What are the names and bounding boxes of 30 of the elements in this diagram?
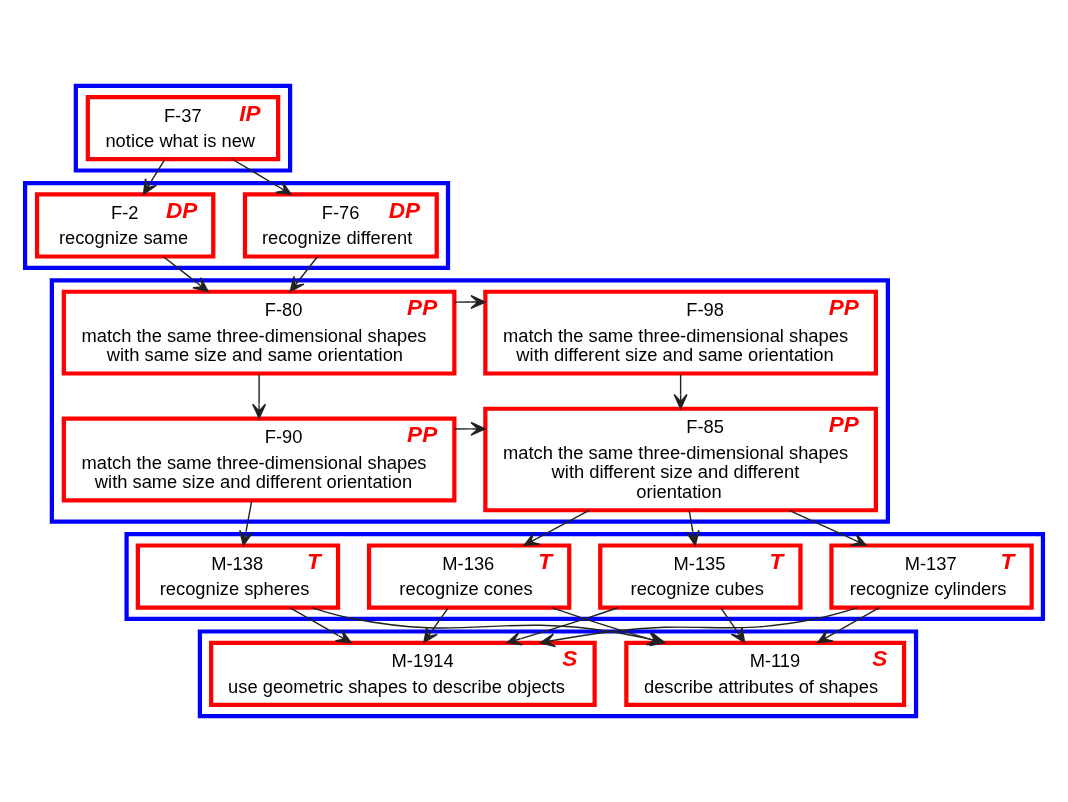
arrow	[817, 606, 881, 644]
node-box: M-1914 S use geometric shapes to describe objects	[209, 640, 597, 707]
arrow	[162, 255, 209, 293]
arrow	[231, 158, 292, 195]
arrow	[142, 158, 166, 195]
node-box: F-80 PP match the same three-dimensional shapes with same size and same orientation	[61, 289, 457, 376]
arrow	[720, 607, 746, 644]
node-box: M-119 S describe attributes of shapes	[624, 640, 907, 707]
arrow	[423, 607, 449, 644]
arrow	[551, 607, 663, 646]
arrow	[673, 373, 688, 410]
arrow	[685, 509, 700, 546]
arrow	[453, 421, 486, 436]
arrow	[239, 500, 253, 547]
cluster	[73, 83, 293, 173]
node-box: M-137 T recognize cylinders	[829, 543, 1034, 610]
node-box: M-138 T recognize spheres	[135, 543, 341, 610]
node-box: F-90 PP match the same three-dimensional shapes with same size and different orientation	[61, 416, 457, 503]
node-box: F-98 PP match the same three-dimensional shapes with different size and same orientation	[483, 289, 878, 376]
arrow	[252, 373, 267, 419]
node-box: F-2 DP recognize same	[34, 192, 216, 259]
arrow	[289, 606, 352, 644]
node-box: F-76 DP recognize different	[242, 192, 439, 259]
arrow	[453, 294, 486, 309]
node-box: F-37 IP notice what is new	[85, 95, 281, 162]
arrow	[523, 509, 590, 547]
node-box: F-85 PP match the same three-dimensional shapes with different size and different orientation	[483, 406, 878, 513]
arrow	[506, 607, 619, 646]
node-box: M-135 T recognize cubes	[598, 543, 803, 610]
node-box: M-136 T recognize cones	[366, 543, 572, 610]
